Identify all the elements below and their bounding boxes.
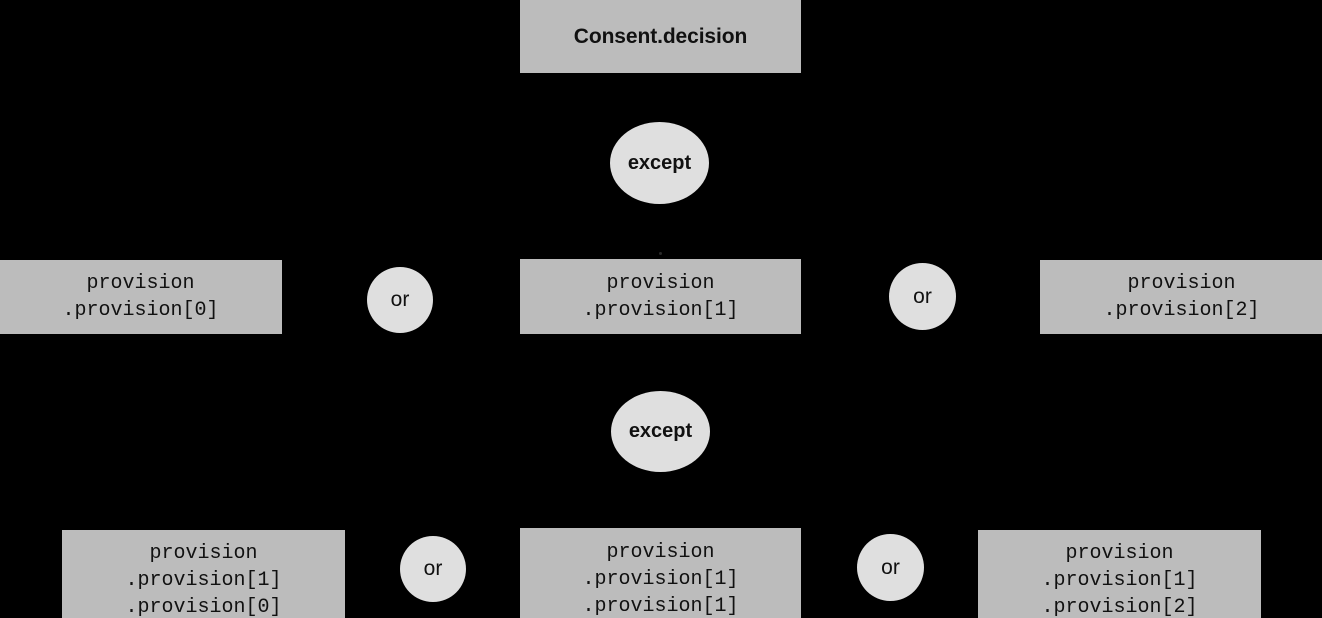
- provision-1-1-line-1: provision: [606, 540, 715, 564]
- provision-1-2-line-3: .provision[2]: [1041, 596, 1198, 618]
- provision-1-2-line-2: .provision[1]: [1041, 569, 1198, 592]
- provision-2-line-1: provision: [1127, 272, 1236, 295]
- provision-1-line-1: provision: [606, 271, 715, 295]
- provision-1-1-line-3: .provision[1]: [582, 594, 739, 618]
- provision-1-line-2: .provision[1]: [582, 298, 739, 322]
- provision-1-0-line-2: .provision[1]: [125, 569, 282, 592]
- provision-1-2-node[interactable]: provision .provision[1] .provision[2]: [978, 530, 1261, 618]
- or-operator-label: or: [423, 557, 443, 580]
- consent-decision-node[interactable]: Consent.decision: [520, 0, 801, 73]
- except-operator-label: except: [627, 151, 692, 174]
- provision-0-line-1: provision: [86, 272, 195, 295]
- provision-2-node[interactable]: provision .provision[2]: [1040, 260, 1322, 334]
- provision-1-1-node[interactable]: provision .provision[1] .provision[1]: [520, 528, 801, 618]
- or-operator-level-1-right[interactable]: or: [889, 263, 956, 330]
- or-operator-label: or: [881, 555, 900, 579]
- provision-1-0-line-1: provision: [149, 542, 258, 565]
- or-operator-label: or: [913, 284, 932, 308]
- provision-2-line-2: .provision[2]: [1103, 299, 1260, 322]
- provision-1-node[interactable]: provision .provision[1]: [520, 259, 801, 334]
- except-operator-level-1[interactable]: except: [610, 122, 709, 204]
- or-operator-level-2-left[interactable]: or: [400, 536, 466, 602]
- or-operator-level-2-right[interactable]: or: [857, 534, 924, 601]
- except-operator-label: except: [628, 420, 693, 442]
- provision-1-1-line-2: .provision[1]: [582, 567, 739, 591]
- or-operator-level-1-left[interactable]: or: [367, 267, 433, 333]
- provision-0-line-2: .provision[0]: [62, 299, 219, 322]
- except-operator-level-2[interactable]: except: [611, 391, 710, 472]
- consent-decision-label: Consent.decision: [573, 24, 748, 48]
- provision-1-0-node[interactable]: provision .provision[1] .provision[0]: [62, 530, 345, 618]
- provision-1-2-line-1: provision: [1065, 542, 1174, 565]
- provision-0-node[interactable]: provision .provision[0]: [0, 260, 282, 334]
- connector-dot-top: [659, 252, 662, 255]
- or-operator-label: or: [390, 288, 410, 311]
- provision-1-0-line-3: .provision[0]: [125, 596, 282, 618]
